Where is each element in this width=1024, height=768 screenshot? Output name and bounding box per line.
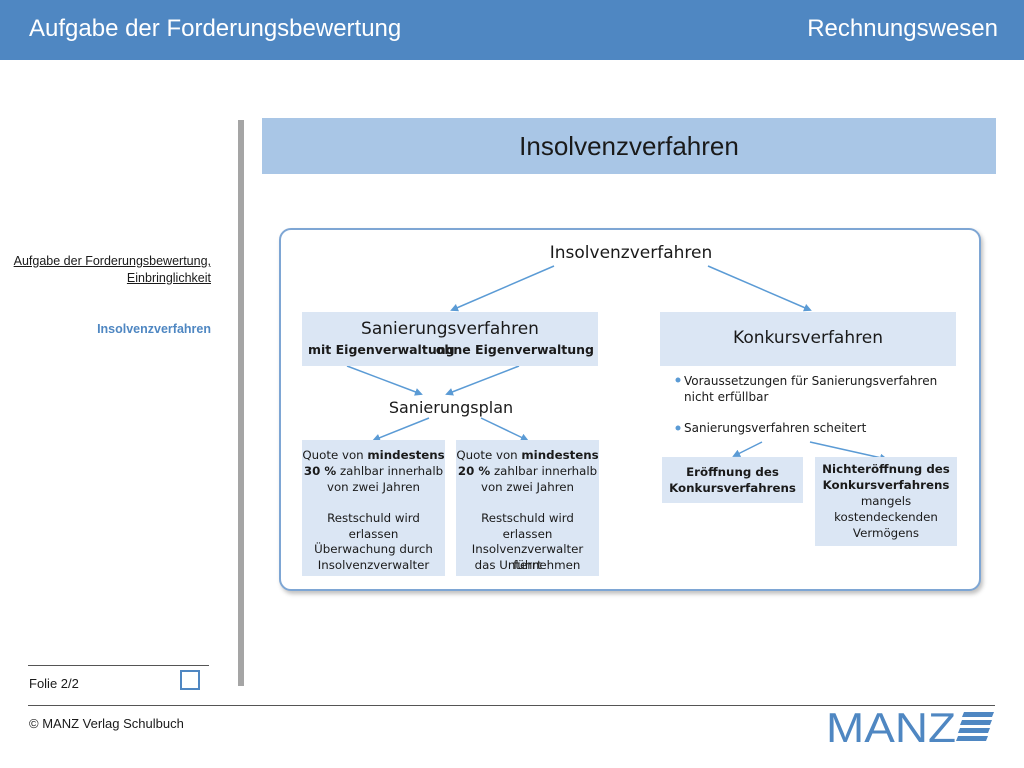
years-line: von zwei Jahren [326, 480, 421, 494]
bullet-text: nicht erfüllbar [684, 390, 769, 404]
eroeffnung-line-1: Eröffnung des [686, 465, 779, 479]
sanierungsverfahren-title: Sanierungsverfahren [361, 319, 539, 339]
arrow-plan-right-box [480, 417, 529, 442]
nichteroeffnung-box: Nichteröffnung des Konkursverfahrens man… [815, 457, 957, 546]
percent-text: zahlbar innerhalb [336, 464, 444, 478]
unternehmen-line: das Unternehmen [474, 558, 581, 572]
percent-line: 20 % zahlbar innerhalb [456, 463, 599, 479]
bullet-dot [675, 377, 681, 383]
quote-line: Quote von mindestens [302, 447, 445, 463]
sidebar-divider [238, 120, 244, 686]
option-mit-eigenverwaltung: mit Eigenverwaltung [308, 342, 455, 357]
arrow-plan-left-box [372, 417, 430, 442]
sanierungsplan-title: Sanierungsplan [388, 398, 514, 417]
bullet-scheitert: Sanierungsverfahren scheitert [684, 421, 867, 435]
copyright: © MANZ Verlag Schulbuch [29, 716, 184, 731]
arrow-root-sanierung [450, 265, 555, 312]
insolvency-diagram: Insolvenzverfahren Sanierungsverfahren m… [279, 228, 981, 591]
manz-logo: MANZ [826, 706, 994, 746]
nichteroeffnung-line-2: Konkursverfahrens [822, 478, 950, 492]
nichteroeffnung-line-1: Nichteröffnung des [822, 462, 950, 476]
percent-value: 20 % [457, 464, 491, 478]
eroeffnung-box: Eröffnung des Konkursverfahrens [662, 457, 803, 503]
slide-title: Insolvenzverfahren [262, 118, 996, 174]
eroeffnung-line-2: Konkursverfahrens [669, 481, 796, 495]
slide-header: Aufgabe der Forderungsbewertung Rechnung… [0, 0, 1024, 60]
footer-rule [28, 705, 995, 706]
header-subject: Rechnungswesen [807, 15, 998, 42]
arrow-to-nichteroeffnung [809, 441, 888, 462]
arrow-left-option-plan [346, 365, 423, 396]
footer-rule-short [28, 665, 209, 666]
sanierungsverfahren-box: Sanierungsverfahren mit Eigenverwaltung … [302, 312, 598, 366]
nichteroeffnung-line-3: mangels [860, 494, 912, 508]
percent-value: 30 % [303, 464, 337, 478]
percent-line: 30 % zahlbar innerhalb [302, 463, 445, 479]
arrow-root-konkurs [707, 265, 812, 312]
diagram-root-title: Insolvenzverfahren [549, 243, 713, 263]
sanierungsplan-box-30: Quote von mindestens 30 % zahlbar innerh… [302, 440, 445, 576]
square-nav-icon[interactable] [180, 670, 200, 690]
nichteroeffnung-line-5: Vermögens [852, 526, 920, 540]
arrow-right-option-plan [445, 365, 520, 396]
sidebar-link-insolvenzverfahren[interactable]: Insolvenzverfahren [97, 322, 211, 336]
bullet-voraussetzungen: Voraussetzungen für Sanierungsverfahren … [684, 373, 937, 405]
sanierungsplan-box-20: Quote von mindestens 20 % zahlbar innerh… [456, 440, 599, 576]
diagram-arrows [346, 265, 888, 462]
quote-bold: mindestens [367, 448, 445, 462]
bullet-dot [675, 425, 681, 431]
percent-text: zahlbar innerhalb [490, 464, 598, 478]
nichteroeffnung-line-4: kostendeckenden [834, 510, 938, 524]
option-ohne-eigenverwaltung: ohne Eigenverwaltung [435, 342, 594, 357]
restschuld-line: Restschuld wird erlassen [481, 511, 574, 541]
insolvenzverwalter-line: Insolvenzverwalter [317, 558, 430, 572]
manz-logo-text: MANZ [826, 706, 956, 746]
quote-bold: mindestens [521, 448, 599, 462]
restschuld-line: Restschuld wird erlassen [327, 511, 420, 541]
arrow-to-eroeffnung [732, 441, 763, 457]
sidebar-link-forderungsbewertung[interactable]: Aufgabe der Forderungsbewertung, Einbrin… [13, 254, 211, 285]
years-line: von zwei Jahren [480, 480, 575, 494]
manz-logo-mark-icon [956, 712, 994, 741]
quote-text: Quote von [302, 448, 368, 462]
header-title: Aufgabe der Forderungsbewertung [29, 15, 402, 42]
ueberwachung-line: Überwachung durch [314, 542, 433, 556]
quote-text: Quote von [456, 448, 522, 462]
slide-number: Folie 2/2 [29, 676, 79, 691]
bullet-text: Voraussetzungen für Sanierungsverfahren [684, 374, 938, 388]
verwalter-fuehrt-line: Insolvenzverwalter führt [471, 542, 584, 572]
konkursverfahren-box: Konkursverfahren [660, 312, 956, 366]
quote-line: Quote von mindestens [456, 447, 599, 463]
konkursverfahren-title: Konkursverfahren [733, 328, 883, 348]
